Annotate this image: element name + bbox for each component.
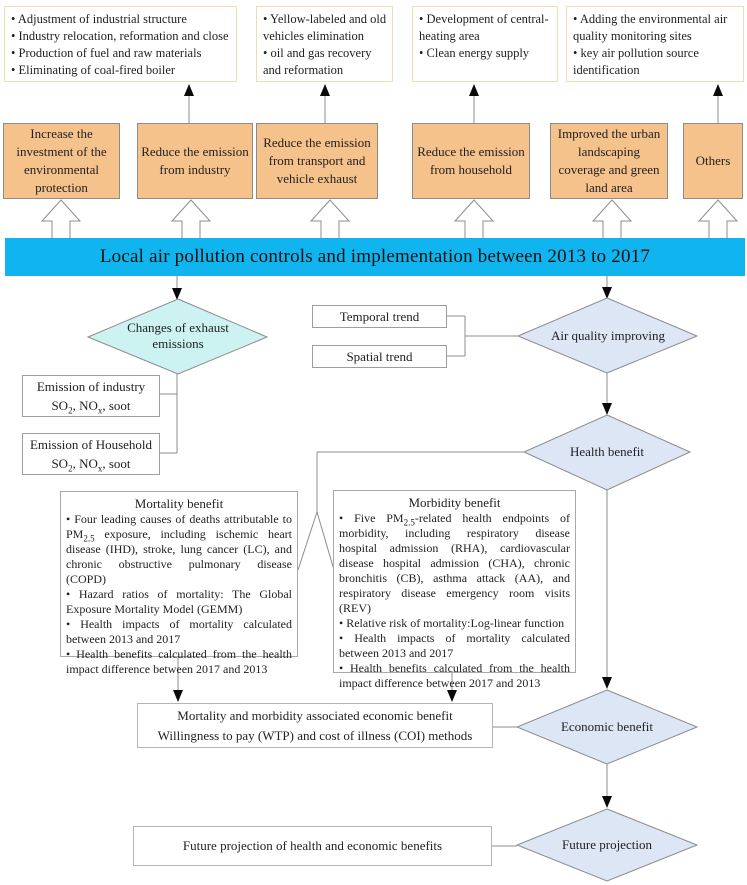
economic-methods-box: Mortality and morbidity associated econo… [137, 703, 493, 748]
morbidity-bullet: Relative risk of mortality:Log-linear fu… [339, 616, 570, 631]
measure-box-household: Reduce the emission from household [412, 123, 530, 199]
policy-detail-box-vehicles: Yellow-labeled and old vehicles eliminat… [256, 6, 393, 82]
diamond-label: Health benefit [570, 444, 644, 459]
morbidity-benefit-box: Morbidity benefit Five PM2.5-related hea… [333, 490, 576, 690]
detail-item: Clean energy supply [419, 45, 553, 62]
spatial-trend-box: Spatial trend [312, 345, 447, 368]
up-arrowheads [184, 84, 723, 96]
measure-label: Improved the urban landscaping coverage … [557, 126, 661, 195]
emission-line: SO2, NOx, soot [51, 398, 131, 416]
morbidity-benefit-title: Morbidity benefit [408, 495, 501, 510]
detail-item: Industry relocation, reformation and clo… [11, 28, 232, 45]
emission-line: SO2, NOx, soot [51, 456, 131, 474]
measure-to-detail-arrows [188, 96, 719, 123]
emission-line: Emission of Household [29, 437, 153, 452]
measure-box-industry: Reduce the emission from industry [137, 123, 253, 199]
future-projection-label: Future projection of health and economic… [182, 838, 443, 853]
measure-label: Reduce the emission from industry [141, 144, 249, 177]
measure-box-others: Others [683, 123, 743, 199]
policy-detail-box-heating: Development of central-heating area Clea… [412, 6, 558, 82]
measure-box-transport: Reduce the emission from transport and v… [256, 123, 378, 199]
morbidity-bullet: Health impacts of mortality calculated b… [339, 631, 570, 661]
measure-box-investment: Increase the investment of the environme… [3, 123, 120, 199]
detail-item: Adding the environmental air quality mon… [573, 11, 739, 45]
diamond-label: Air quality improving [550, 328, 666, 343]
mortality-bullet: Hazard ratios of mortality: The Global E… [66, 587, 292, 617]
economic-methods-line: Willingness to pay (WTP) and cost of ill… [157, 727, 473, 743]
banner-local-controls: Local air pollution controls and impleme… [5, 238, 745, 276]
detail-item: key air pollution source identification [573, 45, 739, 79]
policy-detail-box-industry: Adjustment of industrial structure Indus… [4, 6, 237, 82]
emission-industry-box: Emission of industry SO2, NOx, soot [22, 375, 160, 417]
mortality-bullet: Four leading causes of deaths attributab… [66, 512, 292, 587]
mortality-benefit-title: Mortality benefit [134, 496, 224, 511]
diamond-air-quality: Air quality improving [518, 322, 698, 350]
emission-household-box: Emission of Household SO2, NOx, soot [22, 433, 160, 475]
policy-detail-box-monitoring: Adding the environmental air quality mon… [566, 6, 744, 82]
measure-label: Reduce the emission from household [417, 144, 525, 177]
diamond-future-projection: Future projection [517, 831, 697, 859]
detail-item: Eliminating of coal-fired boiler [11, 62, 232, 79]
diamond-label: Economic benefit [560, 719, 654, 734]
mortality-bullet: Health benefits calculated from the heal… [66, 647, 292, 677]
future-projection-box: Future projection of health and economic… [133, 826, 492, 866]
detail-item: Adjustment of industrial structure [11, 11, 232, 28]
detail-item: Yellow-labeled and old vehicles eliminat… [263, 11, 388, 45]
banner-label: Local air pollution controls and impleme… [99, 246, 651, 267]
diamond-health-benefit: Health benefit [524, 438, 690, 466]
diamond-exhaust-emissions: Changes of exhaust emissions [103, 312, 253, 360]
trend-label: Spatial trend [346, 348, 413, 364]
mortality-benefit-box: Mortality benefit Four leading causes of… [60, 491, 298, 676]
morbidity-bullet: Health benefits calculated from the heal… [339, 661, 570, 691]
measure-label: Others [695, 153, 731, 168]
detail-item: Production of fuel and raw materials [11, 45, 232, 62]
measure-label: Increase the investment of the environme… [16, 126, 107, 195]
trend-label: Temporal trend [339, 308, 420, 324]
emission-line: Emission of industry [36, 379, 146, 394]
measure-box-landscaping: Improved the urban landscaping coverage … [550, 123, 668, 199]
economic-methods-line: Mortality and morbidity associated econo… [177, 707, 453, 723]
diamond-label: Future projection [562, 837, 652, 852]
diamond-economic-benefit: Economic benefit [517, 713, 697, 741]
diamond-label: Changes of exhaust emissions [127, 320, 229, 351]
banner-block-arrows [40, 199, 739, 240]
detail-item: oil and gas recovery and reformation [263, 45, 388, 79]
mortality-bullet: Health impacts of mortality calculated b… [66, 617, 292, 647]
measure-label: Reduce the emission from transport and v… [263, 135, 371, 186]
morbidity-bullet: Five PM2.5-related health endpoints of m… [339, 511, 570, 616]
detail-item: Development of central-heating area [419, 11, 553, 45]
temporal-trend-box: Temporal trend [312, 305, 447, 328]
